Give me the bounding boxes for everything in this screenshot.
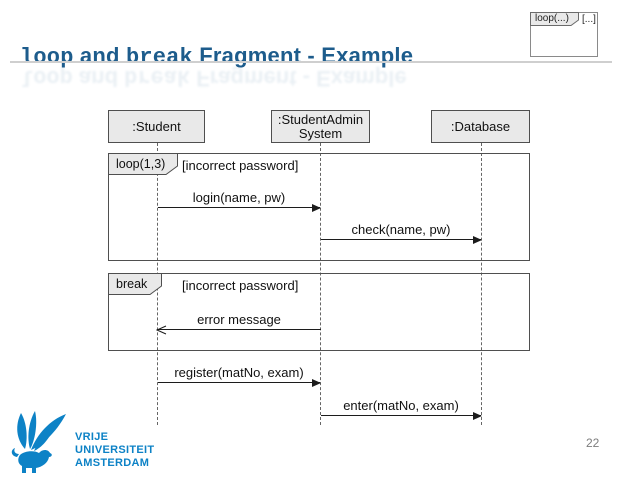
lifeline-database (481, 143, 482, 425)
message-label: enter(matNo, exam) (343, 398, 459, 413)
fragment-notation-legend: loop(...) [...] (530, 12, 598, 57)
filled-arrowhead-icon (312, 379, 321, 387)
logo-line: AMSTERDAM (75, 457, 150, 469)
legend-operator-label: loop(...) (535, 13, 569, 24)
break-operator-label: break (116, 277, 148, 291)
legend-guard-label: [...] (582, 14, 596, 25)
message-check: check(name, pw) (321, 218, 482, 244)
vu-griffin-logo-icon (11, 411, 66, 473)
loop-operator-tab (108, 153, 178, 175)
message-label: error message (197, 312, 281, 327)
message-line (321, 239, 481, 240)
message-line (158, 382, 320, 383)
title-text-tail: Fragment - Example (192, 42, 414, 68)
message-line (321, 415, 481, 416)
title-keyword-break: break (125, 44, 193, 70)
message-label: register(matNo, exam) (174, 365, 304, 380)
logo-line: VRIJE (75, 431, 109, 443)
title-keyword-loop: loop (20, 44, 74, 70)
lifeline-label: :Database (450, 118, 511, 134)
lifeline-head-database: :Database (431, 110, 530, 143)
message-error: error message (156, 308, 321, 335)
legend-operator-tab (530, 12, 579, 26)
loop-fragment: loop(1,3) [incorrect password] (108, 153, 530, 261)
lifeline-head-studentadmin: :StudentAdmin System (271, 110, 370, 143)
message-login: login(name, pw) (158, 186, 321, 212)
logo-line: UNIVERSITEIT (75, 444, 155, 456)
message-line (158, 207, 320, 208)
lifeline-studentadmin (320, 143, 321, 425)
page-title: loop and break Fragment - Example (20, 43, 413, 70)
page-number: 22 (586, 436, 600, 450)
filled-arrowhead-icon (473, 236, 482, 244)
lifeline-label: :StudentAdmin System (277, 111, 364, 141)
break-guard-label: [incorrect password] (182, 278, 299, 293)
title-reflection: loop and break Fragment - Example (20, 64, 407, 91)
filled-arrowhead-icon (312, 204, 321, 212)
message-label: login(name, pw) (192, 190, 286, 205)
message-label: check(name, pw) (351, 222, 451, 237)
message-register: register(matNo, exam) (158, 361, 321, 387)
title-text: and (73, 42, 126, 68)
loop-operator-label: loop(1,3) (116, 157, 166, 171)
title-divider (10, 61, 612, 63)
lifeline-head-student: :Student (108, 110, 205, 143)
break-fragment: break [incorrect password] (108, 273, 530, 351)
filled-arrowhead-icon (473, 412, 482, 420)
open-arrowhead-icon (156, 325, 167, 335)
vu-logo-wordmark: VRIJE UNIVERSITEIT AMSTERDAM (75, 431, 154, 470)
lifeline-label: :Student (132, 118, 181, 134)
message-line (157, 329, 321, 330)
break-operator-tab (108, 273, 162, 295)
loop-guard-label: [incorrect password] (182, 158, 299, 173)
message-enter: enter(matNo, exam) (321, 394, 482, 420)
